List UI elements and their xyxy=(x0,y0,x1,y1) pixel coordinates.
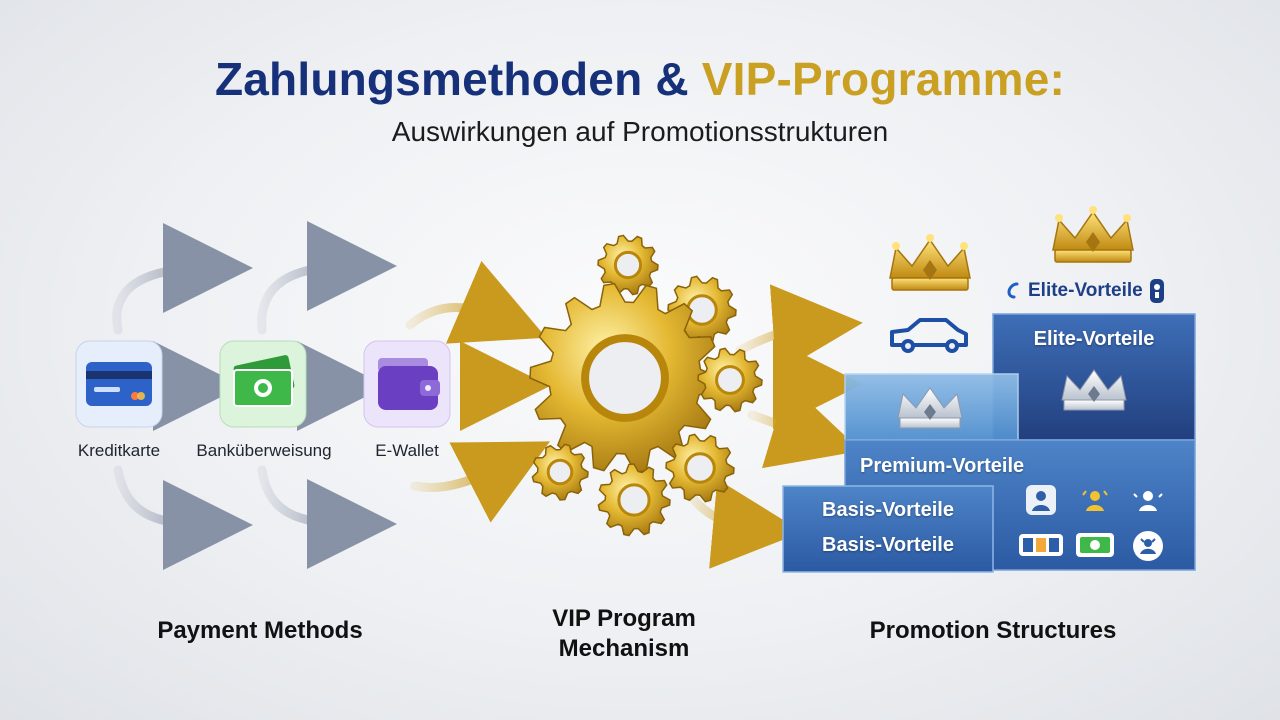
car-icon xyxy=(890,318,968,353)
crown-silver-premium-icon xyxy=(897,387,963,429)
slot-machine-icon xyxy=(1019,534,1063,556)
page-title: Zahlungsmethoden & VIP-Programme: xyxy=(0,52,1280,106)
elite-chip-label: Elite-Vorteile xyxy=(1028,280,1143,301)
payment-label-credit-card: Kreditkarte xyxy=(77,441,161,460)
gear-small-bottom-right-icon xyxy=(665,433,735,503)
tier-label-basis-2: Basis-Vorteile xyxy=(822,534,954,556)
section-label-vip-line2: Mechanism xyxy=(558,635,690,662)
wallet-icon xyxy=(378,358,440,410)
section-label-vip-line1: VIP Program xyxy=(552,605,696,632)
e-wallet-tile[interactable] xyxy=(363,340,451,428)
crown-gold-left-icon xyxy=(889,234,971,291)
tier-label-basis-1: Basis-Vorteile xyxy=(822,499,954,521)
lock-badge-icon xyxy=(1149,279,1164,303)
vip-service-icon xyxy=(1133,531,1163,561)
elite-chip: Elite-Vorteile xyxy=(1004,278,1167,304)
vip-user-icon xyxy=(1026,485,1056,515)
gold-flow-arrows xyxy=(405,260,863,569)
payment-flow-arrows xyxy=(112,221,397,570)
section-label-payment-methods: Payment Methods xyxy=(157,617,363,644)
bank-transfer-tile[interactable] xyxy=(219,340,307,428)
gold-user-icon xyxy=(1082,490,1108,511)
gear-small-bottom-icon xyxy=(597,463,671,537)
gear-cluster-icon xyxy=(529,234,763,537)
payment-label-e-wallet: E-Wallet xyxy=(375,441,439,460)
gear-main-icon xyxy=(529,282,721,474)
link-icon xyxy=(1007,282,1019,299)
cash-bonus-icon xyxy=(1076,533,1114,557)
credit-card-tile[interactable] xyxy=(75,340,163,428)
section-label-promotion-structures: Promotion Structures xyxy=(869,617,1117,644)
crown-silver-elite-icon xyxy=(1061,369,1127,411)
title-part-payment: Zahlungsmethoden & xyxy=(214,53,702,105)
tier-basis-block xyxy=(782,485,994,573)
section-label-vip-mechanism: VIP Program Mechanism xyxy=(500,604,748,664)
support-user-icon xyxy=(1133,491,1163,511)
tier-label-elite: Elite-Vorteile xyxy=(1033,328,1155,350)
gear-small-top-icon xyxy=(597,234,659,296)
gear-small-left-icon xyxy=(531,443,589,501)
gear-small-right-icon xyxy=(697,347,763,413)
page-subtitle: Auswirkungen auf Promotionsstrukturen xyxy=(391,116,889,147)
title-part-vip: VIP-Programme: xyxy=(701,53,1066,105)
tier-label-premium: Premium-Vorteile xyxy=(860,455,1025,477)
crown-gold-right-icon xyxy=(1052,206,1134,263)
credit-card-icon xyxy=(86,362,152,406)
payment-label-bank-transfer: Banküberweisung xyxy=(196,441,332,460)
banknote-icon xyxy=(233,355,295,407)
